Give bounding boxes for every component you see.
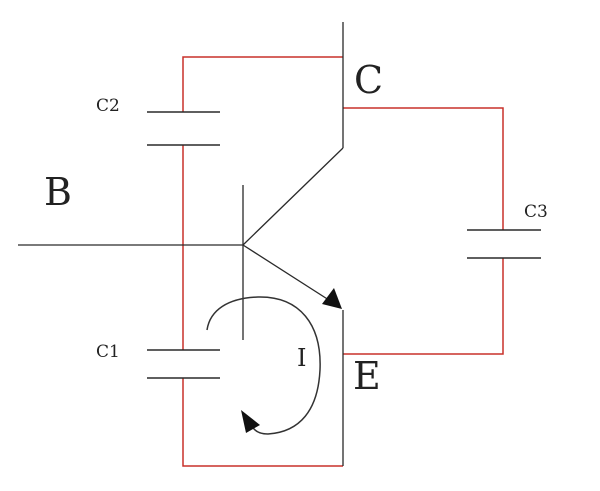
collector-label: C: [354, 58, 384, 102]
collector-diagonal: [242, 147, 344, 246]
wire-c2-top: [182, 56, 343, 112]
black-wires: [18, 22, 344, 466]
base-label: B: [44, 170, 72, 214]
wire-c1-bottom: [182, 378, 343, 467]
red-wires: [182, 56, 504, 467]
wire-c3-top: [343, 107, 504, 230]
capacitor-plates: [147, 111, 541, 379]
c3-label: C3: [524, 202, 548, 222]
current-label: I: [297, 344, 307, 372]
current-arrow-icon: [241, 410, 260, 433]
current-loop: [206, 296, 321, 435]
c1-label: C1: [96, 342, 120, 362]
wire-c3-bottom: [343, 258, 504, 355]
emitter-arrow-icon: [322, 288, 342, 309]
c2-label: C2: [96, 96, 120, 116]
emitter-diagonal: [242, 244, 333, 303]
emitter-label: E: [353, 354, 381, 398]
